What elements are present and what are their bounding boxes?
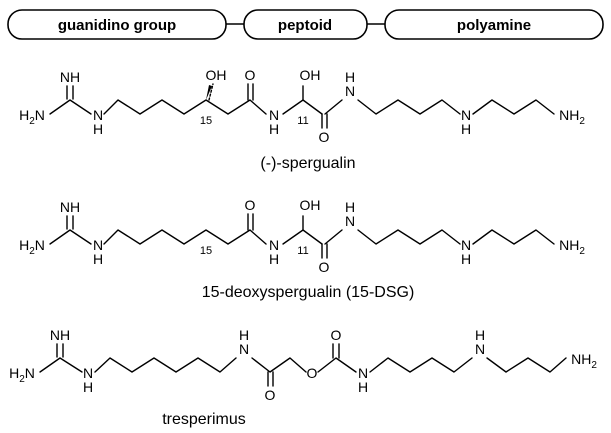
atom-oh: OH — [300, 67, 321, 83]
bond — [472, 99, 555, 115]
atom-nh2: NH2 — [559, 107, 585, 127]
atom-n: N — [93, 107, 103, 123]
locant-15: 15 — [200, 245, 212, 257]
atom-o: O — [319, 129, 330, 145]
bond — [94, 357, 237, 373]
atom-nh2: NH2 — [571, 351, 597, 371]
atom-n: N — [83, 365, 93, 381]
atom-h: H — [461, 251, 471, 267]
caption-tresperimus: tresperimus — [162, 411, 246, 428]
atom-h: H — [358, 379, 368, 395]
atom-o: O — [319, 259, 330, 275]
bond — [251, 357, 307, 373]
atom-nh: NH — [50, 327, 70, 343]
atom-h2n: H2N — [19, 107, 45, 127]
bond — [39, 357, 83, 373]
stereo-hash — [208, 83, 214, 101]
atom-h2n: H2N — [19, 237, 45, 257]
atom-h: H — [475, 327, 485, 343]
pill-label-polyamine: polyamine — [457, 17, 531, 34]
molecule-15-dsg: NH H2N N H 15 O N H OH 11 N H O N H NH2 … — [19, 197, 585, 301]
bond — [103, 99, 267, 115]
atom-h: H — [239, 327, 249, 343]
bond — [486, 357, 567, 373]
atom-n: N — [239, 341, 249, 357]
molecule-tresperimus: NH H2N N H N H O O O N H N H NH2 tresper… — [9, 327, 597, 428]
bond — [317, 357, 357, 373]
bond — [49, 229, 92, 245]
bond — [282, 229, 323, 245]
atom-n: N — [93, 237, 103, 253]
atom-o-ester: O — [307, 365, 318, 381]
atom-nh: NH — [60, 199, 80, 215]
stereo-bond — [206, 85, 212, 100]
atom-o: O — [245, 197, 256, 213]
bond — [472, 229, 555, 245]
atom-h: H — [83, 379, 93, 395]
atom-h: H — [345, 199, 355, 215]
atom-o-carbonyl: O — [331, 327, 342, 343]
atom-n: N — [345, 213, 355, 229]
caption-spergualin: (-)-spergualin — [260, 155, 355, 172]
bond — [49, 99, 92, 115]
pill-label-guanidino-group: guanidino group — [58, 17, 176, 34]
caption-15-dsg: 15-deoxyspergualin (15-DSG) — [202, 284, 415, 301]
bond — [103, 229, 267, 245]
atom-n: N — [269, 107, 279, 123]
atom-o: O — [265, 387, 276, 403]
atom-n: N — [345, 83, 355, 99]
pill-polyamine — [384, 9, 604, 40]
bond — [282, 99, 323, 115]
atom-h2n: H2N — [9, 365, 35, 385]
atom-n: N — [269, 237, 279, 253]
atom-n: N — [475, 341, 485, 357]
region-header: guanidino group peptoid polyamine — [7, 9, 604, 40]
bond — [357, 229, 461, 245]
bond — [324, 229, 343, 245]
atom-n: N — [461, 107, 471, 123]
locant-11: 11 — [297, 115, 308, 127]
bond — [324, 99, 343, 115]
atom-h: H — [93, 121, 103, 137]
molecule-spergualin: NH H2N N H OH 15 O N H OH 11 N H O N H N… — [19, 67, 585, 172]
atom-h: H — [269, 251, 279, 267]
atom-h: H — [269, 121, 279, 137]
bond — [369, 357, 473, 373]
locant-15: 15 — [200, 115, 212, 127]
bond — [357, 99, 461, 115]
atom-nh2: NH2 — [559, 237, 585, 257]
atom-h: H — [345, 69, 355, 85]
atom-oh: OH — [206, 67, 227, 83]
atom-n: N — [461, 237, 471, 253]
pill-guanidino-group — [7, 9, 227, 40]
atom-o: O — [245, 67, 256, 83]
atom-nh: NH — [60, 69, 80, 85]
atom-h: H — [93, 251, 103, 267]
atom-oh: OH — [300, 197, 321, 213]
locant-11: 11 — [297, 245, 308, 257]
pill-peptoid — [243, 9, 368, 40]
pill-label-peptoid: peptoid — [278, 17, 332, 34]
atom-h: H — [461, 121, 471, 137]
atom-n: N — [358, 365, 368, 381]
